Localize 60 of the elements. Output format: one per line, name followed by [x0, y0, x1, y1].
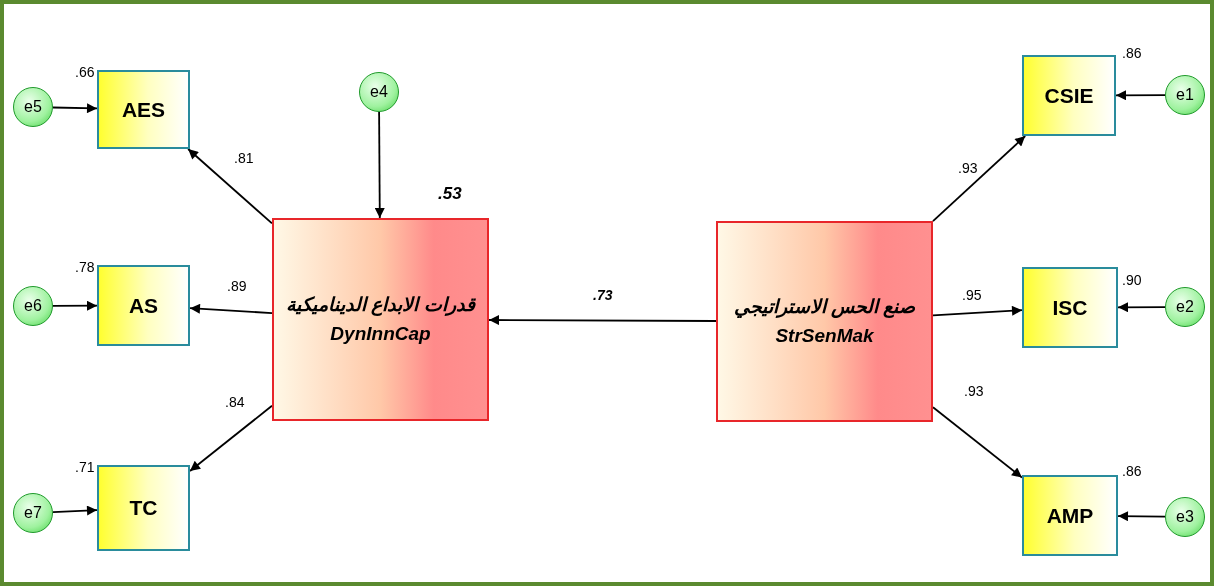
error-label: e1 [1176, 86, 1194, 104]
variable-label: AMP [1046, 503, 1094, 528]
error-label: e7 [24, 504, 42, 522]
path-arrow [189, 404, 273, 472]
variable-label: AS [128, 293, 159, 318]
error-label: e4 [370, 83, 388, 101]
error-label: e5 [24, 98, 42, 116]
observed-variable-box [1022, 267, 1118, 348]
path-arrow [187, 148, 273, 225]
path-coefficient: .73 [592, 287, 614, 303]
path-arrow [1115, 90, 1166, 101]
r-squared-label: .86 [1122, 45, 1142, 61]
path-coefficient: .84 [224, 394, 246, 410]
error-term-circle [1165, 287, 1205, 327]
r-squared-label: .66 [75, 64, 95, 80]
error-label: e6 [24, 297, 42, 315]
path-arrow [488, 315, 717, 326]
error-term-circle [13, 286, 53, 326]
error-label: e3 [1176, 508, 1194, 526]
path-arrow [52, 505, 98, 516]
observed-variable-box [97, 465, 190, 551]
path-coefficient: .93 [957, 160, 979, 176]
path-arrow [1117, 302, 1166, 313]
r-squared-label: .78 [75, 259, 95, 275]
path-arrow [374, 111, 385, 219]
variable-label: StrSenMak [775, 323, 874, 348]
path-arrow [52, 103, 98, 114]
path-arrow [1117, 511, 1166, 522]
variable-label: CSIE [1044, 83, 1094, 108]
variable-label: ISC [1052, 295, 1088, 320]
r-squared-label: .90 [1122, 272, 1142, 288]
latent-variable-box [272, 218, 489, 421]
error-term-circle [13, 87, 53, 127]
observed-variable-box [1022, 55, 1116, 136]
latent-variable-box [716, 221, 933, 422]
variable-label: قدرات الابداع الديناميكية [286, 293, 475, 318]
path-coefficient: .93 [963, 383, 985, 399]
error-label: e2 [1176, 298, 1194, 316]
error-term-circle [359, 72, 399, 112]
path-arrow [932, 305, 1023, 317]
path-coefficient: .89 [226, 278, 248, 294]
error-term-circle [13, 493, 53, 533]
r-squared-label: .53 [438, 184, 462, 204]
path-arrow [932, 135, 1027, 223]
path-arrow [52, 300, 98, 311]
error-term-circle [1165, 497, 1205, 537]
variable-label: AES [121, 97, 166, 122]
path-arrow [189, 303, 273, 314]
r-squared-label: .86 [1122, 463, 1142, 479]
variable-label: صنع الحس الاستراتيجي [733, 295, 916, 320]
variable-label: DynInnCap [330, 321, 431, 346]
observed-variable-box [1022, 475, 1118, 556]
path-arrow [932, 406, 1023, 479]
path-coefficient: .95 [961, 287, 983, 303]
path-coefficient: .81 [233, 150, 255, 166]
error-term-circle [1165, 75, 1205, 115]
observed-variable-box [97, 70, 190, 149]
variable-label: TC [129, 496, 158, 520]
observed-variable-box [97, 265, 190, 346]
r-squared-label: .71 [75, 459, 95, 475]
